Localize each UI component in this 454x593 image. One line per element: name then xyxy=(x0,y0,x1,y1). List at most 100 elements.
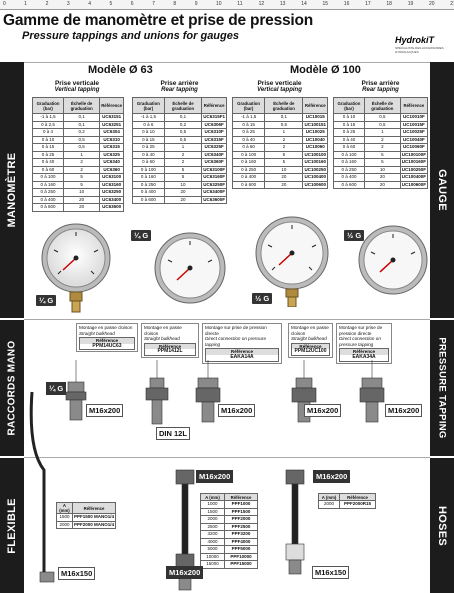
tapping-desc-fr: Montage sur prise de pression directe xyxy=(205,325,267,336)
side-label-flexible: FLEXIBLE xyxy=(0,458,24,593)
table-cell: 0 à 40 xyxy=(31,158,65,167)
table-cell: UC10060F xyxy=(399,143,429,152)
table-cell: PPF1500 xyxy=(223,507,259,516)
table-cell: 2 xyxy=(363,135,401,144)
side-label-hoses: HOSES xyxy=(430,458,454,593)
tapping-card: Montage en passe cloison Straight bulkhe… xyxy=(141,323,199,358)
tapping-desc-en: Straight bulkhead xyxy=(144,336,180,342)
group-title-fr: Prise verticale xyxy=(54,80,100,87)
table-cell: 0 à 4 xyxy=(31,128,65,137)
thread-label: ½ G xyxy=(252,293,273,304)
side-label-gauge: GAUGE xyxy=(430,62,454,318)
table-cell: 20 xyxy=(264,180,304,189)
table-cell: 0 à 60 xyxy=(132,158,165,167)
table-cell: UC6304 xyxy=(99,128,124,137)
table-cell: 0 à 250 xyxy=(231,165,266,174)
section-divider xyxy=(24,319,430,320)
ruler-tick-label: 14 xyxy=(301,1,307,7)
table-cell: PPF1000 xyxy=(223,500,259,509)
ref-value: PPM1412L xyxy=(157,348,183,355)
table-cell: 1500 xyxy=(56,513,73,522)
table-cell: UC63160F xyxy=(201,173,227,182)
section-divider xyxy=(24,457,430,458)
ruler-tick-label: 4 xyxy=(88,1,91,7)
table-cell: UC63250 xyxy=(99,188,124,197)
table-cell: 0 à 40 xyxy=(132,150,165,159)
table-cell: UC6315 xyxy=(99,143,124,152)
table-cell: 0 à 160 xyxy=(132,173,165,182)
table-cell: 0 à 10 xyxy=(31,135,65,144)
column-header: Échelle de graduation xyxy=(363,97,401,114)
tapping-desc-en: Direct connection on pressure tapping xyxy=(339,336,381,347)
table-cell: 0 à 60 xyxy=(31,165,65,174)
thread-label: M16x200 xyxy=(304,404,342,417)
table-cell: 5 xyxy=(163,173,203,182)
table-cell: 0 à 400 xyxy=(231,173,266,182)
table-cell: 0 à 600 xyxy=(231,180,266,189)
tapping-desc-fr: Montage en passe cloison xyxy=(291,325,329,336)
table-cell: UC10010F xyxy=(399,113,429,122)
table-cell: UC6310F xyxy=(201,128,227,137)
group-title-fr: Prise verticale xyxy=(257,80,302,87)
model-title-100: Modèle Ø 100 xyxy=(290,64,361,76)
table-cell: 2 xyxy=(264,143,304,152)
table-cell: 0 à 600 xyxy=(31,203,65,212)
table-cell: -1 à 1,5 xyxy=(231,113,266,122)
table-cell: 0 à 600 xyxy=(132,195,165,204)
table-cell: PPF10000 xyxy=(223,552,259,561)
table-cell: 1000 xyxy=(200,500,225,509)
ruler-tick-label: 9 xyxy=(194,1,198,7)
table-cell: 0 à 2,5 xyxy=(31,120,65,129)
tapping-desc-en: Direct connection on pressure tapping xyxy=(205,336,267,347)
table-cell: 15000 xyxy=(200,560,225,569)
table-cell: 2000 xyxy=(200,515,225,524)
thread-label: M16x200 xyxy=(313,470,351,483)
column-header: Graduation (bar) xyxy=(231,97,266,114)
table-cell: 0 à 25 xyxy=(333,128,365,137)
brand-tagline: SPÉCIALISTE DES ACCESSOIRES HYDRAULIQUES xyxy=(395,46,444,54)
table-cell: UC100250F xyxy=(399,165,429,174)
table-cell: 5 xyxy=(264,158,304,167)
gauge-100-vertical-image xyxy=(255,216,329,307)
table-cell: UC100100 xyxy=(302,150,328,159)
table-cell: UC6315F xyxy=(201,135,227,144)
thread-label: ¼ G xyxy=(131,230,152,241)
ruler-tick-label: 11 xyxy=(237,1,243,7)
table-cell: UC10015 xyxy=(302,113,328,122)
tapping-card: Montage sur prise de pression directe Di… xyxy=(202,323,282,364)
table-cell: 5 xyxy=(63,173,101,182)
table-cell: 0 à 60 xyxy=(231,143,266,152)
table-cell: UC63100 xyxy=(99,173,124,182)
side-label-pressure: PRESSURE TAPPING xyxy=(430,320,454,456)
table-cell: 5000 xyxy=(200,545,225,554)
table-cell: 0,1 xyxy=(63,113,101,122)
table-cell: 0 à 160 xyxy=(231,158,266,167)
ref-header: Référence xyxy=(80,338,134,344)
ruler-tick-label: 19 xyxy=(407,1,414,7)
table-cell: 2 xyxy=(163,150,203,159)
ref-header: Référence xyxy=(292,343,329,350)
